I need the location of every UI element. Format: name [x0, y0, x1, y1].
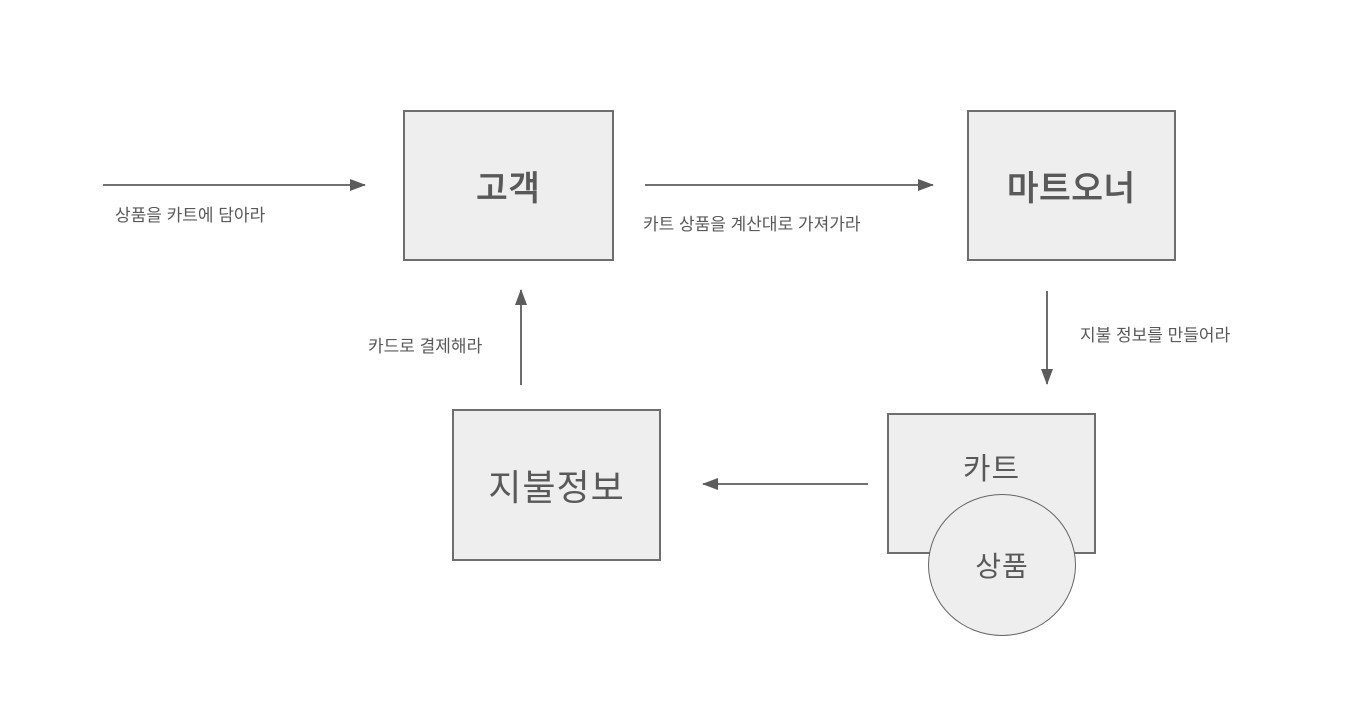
node-customer[interactable]: 고객: [403, 110, 614, 261]
edge-label-pay-with-card: 카드로 결제해라: [368, 337, 483, 356]
node-cart-label: 카트: [962, 453, 1021, 486]
node-mart-owner[interactable]: 마트오너: [967, 110, 1176, 261]
edge-label-add-product-to-cart: 상품을 카트에 담아라: [115, 206, 266, 225]
node-product[interactable]: 상품: [928, 494, 1076, 636]
node-mart-owner-label: 마트오너: [1006, 170, 1137, 208]
node-product-label: 상품: [975, 551, 1029, 582]
edge-label-bring-cart-to-checkout: 카트 상품을 계산대로 가져가라: [643, 215, 861, 234]
node-customer-label: 고객: [476, 170, 541, 208]
node-payment-info-label: 지불정보: [488, 467, 625, 508]
edge-label-create-payment-info: 지불 정보를 만들어라: [1080, 326, 1231, 345]
node-payment-info[interactable]: 지불정보: [452, 409, 661, 561]
